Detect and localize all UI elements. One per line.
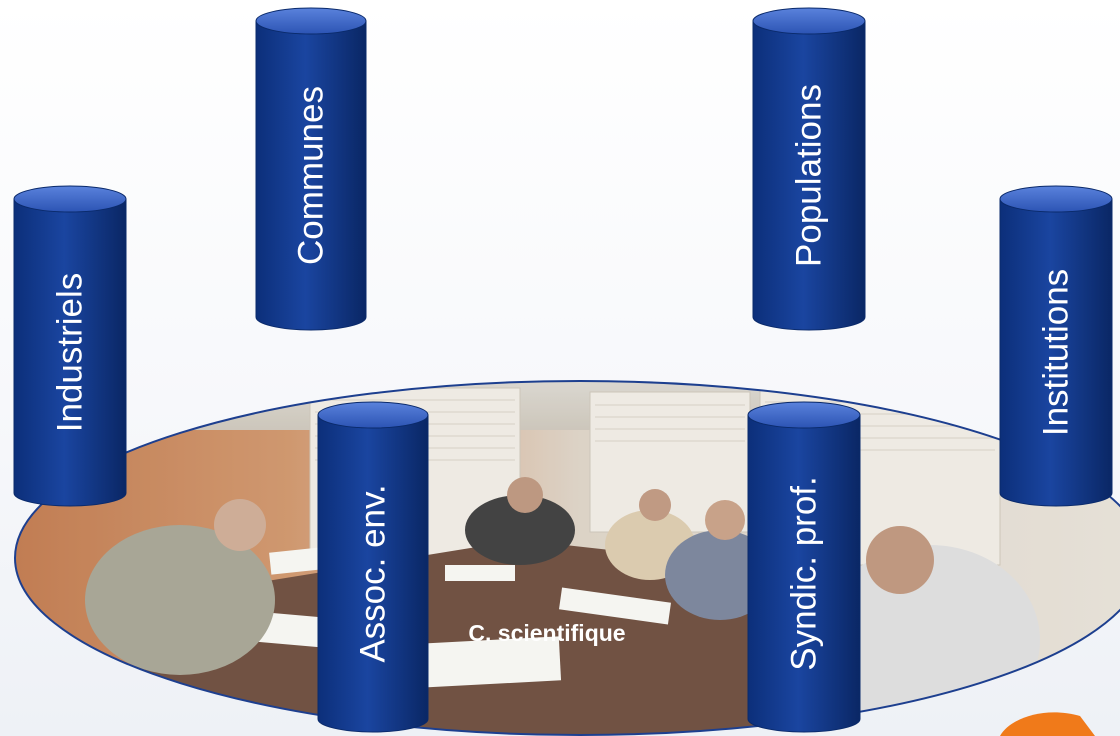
orange-accent-shape bbox=[1000, 712, 1095, 736]
cylinder-body bbox=[317, 414, 429, 733]
cylinder-body bbox=[747, 414, 861, 733]
cylinder-label-assoc-env: Assoc. env. bbox=[354, 484, 393, 662]
cylinder-top bbox=[999, 185, 1113, 213]
meeting-table bbox=[120, 540, 820, 735]
cylinder-top bbox=[317, 401, 429, 429]
photo-ellipse-border bbox=[14, 380, 1120, 736]
cylinder-body bbox=[999, 198, 1113, 507]
stakeholder-cylinders: Industriels Communes PopulationsInstitutio… bbox=[13, 7, 1113, 733]
cylinder-body bbox=[752, 20, 866, 331]
cylinder-top bbox=[13, 185, 127, 213]
cylinder-body bbox=[13, 198, 127, 507]
cylinder-label-institutions: Institutions bbox=[1037, 269, 1076, 436]
center-label: C. scientifique bbox=[468, 620, 625, 646]
cylinder-label-communes: Communes bbox=[292, 86, 331, 265]
cylinder-communes: Communes bbox=[255, 7, 367, 331]
cylinder-top bbox=[752, 7, 866, 35]
cylinder-syndic-prof: Syndic. prof. bbox=[747, 401, 861, 733]
cylinder-institutions: Institutions bbox=[999, 185, 1113, 507]
cylinder-assoc-env: Assoc. env. bbox=[317, 401, 429, 733]
cylinder-top bbox=[747, 401, 861, 429]
cylinder-label-populations: Populations bbox=[790, 84, 829, 267]
meeting-photo bbox=[15, 381, 1120, 735]
cylinder-label-syndic-prof: Syndic. prof. bbox=[785, 476, 824, 671]
cylinder-label-industriels: Industriels bbox=[51, 273, 90, 433]
cylinder-industriels: Industriels bbox=[13, 185, 127, 507]
cylinder-top bbox=[255, 7, 367, 35]
cylinder-populations: Populations bbox=[752, 7, 866, 331]
cylinder-body bbox=[255, 20, 367, 331]
